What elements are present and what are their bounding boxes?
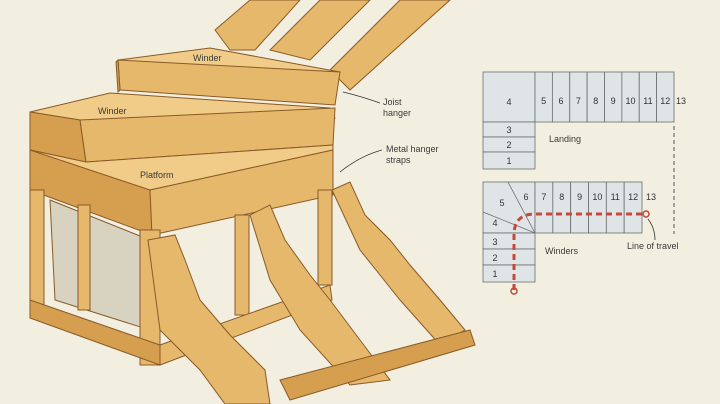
metal-straps-arrow	[339, 149, 383, 173]
lower-stringers	[147, 181, 476, 404]
winder-tread	[588, 181, 607, 234]
winders-label: Winders	[545, 246, 579, 256]
winder-tread	[552, 181, 572, 234]
landing-step-11: 11	[643, 96, 652, 106]
upper-winder	[115, 47, 341, 106]
metal-straps-label-2: straps	[386, 155, 411, 165]
winder-step-6: 6	[523, 192, 528, 202]
step-13: 13	[676, 96, 686, 106]
joist-hanger-arrow	[342, 91, 381, 104]
upper-flight	[214, 0, 451, 91]
line-of-travel	[512, 212, 646, 290]
winder-step-12: 12	[628, 192, 638, 202]
landing-step-5: 5	[541, 96, 546, 106]
landing-step-6: 6	[559, 96, 564, 106]
landing-step-12: 12	[660, 96, 670, 106]
winder-plan: 7 8 9 10 11 12 5 6 4 3 2 1 13 Winders Line of…	[482, 181, 679, 295]
step-2: 2	[506, 140, 511, 150]
step-1: 1	[506, 156, 511, 166]
winder-step-3: 3	[492, 237, 497, 247]
winder-step-2: 2	[492, 253, 497, 263]
step-4: 4	[506, 97, 511, 107]
platform	[29, 144, 334, 236]
winder-tread	[623, 181, 643, 234]
landing-step-8: 8	[593, 96, 598, 106]
winder-step-13: 13	[646, 192, 656, 202]
platform-label: Platform	[140, 170, 174, 180]
winder-step-9: 9	[577, 192, 582, 202]
joist-hanger-label-1: Joist	[383, 97, 402, 107]
landing-tread	[656, 71, 675, 123]
joist-hanger-label-2: hanger	[383, 108, 411, 118]
winder-lower-label: Winder	[98, 106, 127, 116]
line-of-travel-label: Line of travel	[627, 241, 679, 251]
winder-step-1: 1	[492, 269, 497, 279]
winder-tread	[534, 181, 554, 234]
step-3: 3	[506, 125, 511, 135]
winder-step-11: 11	[611, 192, 620, 202]
winder-upper-label: Winder	[193, 53, 222, 63]
winder-step-5: 5	[499, 198, 504, 208]
winder-step-4: 4	[492, 218, 497, 228]
winder-tread	[605, 181, 625, 234]
landing-step-9: 9	[611, 96, 616, 106]
winder-step-7: 7	[541, 192, 546, 202]
lower-winder	[29, 92, 336, 163]
winder-step-10: 10	[592, 192, 602, 202]
metal-straps-label-1: Metal hanger	[386, 144, 439, 154]
winder-tread	[570, 181, 589, 234]
landing-plan: 5 6 7 8 9 10 11 12 4 3 2 1 13 Landing	[482, 71, 686, 234]
winder-step-8: 8	[559, 192, 564, 202]
landing-label: Landing	[549, 134, 581, 144]
landing-step-10: 10	[626, 96, 636, 106]
landing-step-7: 7	[576, 96, 581, 106]
